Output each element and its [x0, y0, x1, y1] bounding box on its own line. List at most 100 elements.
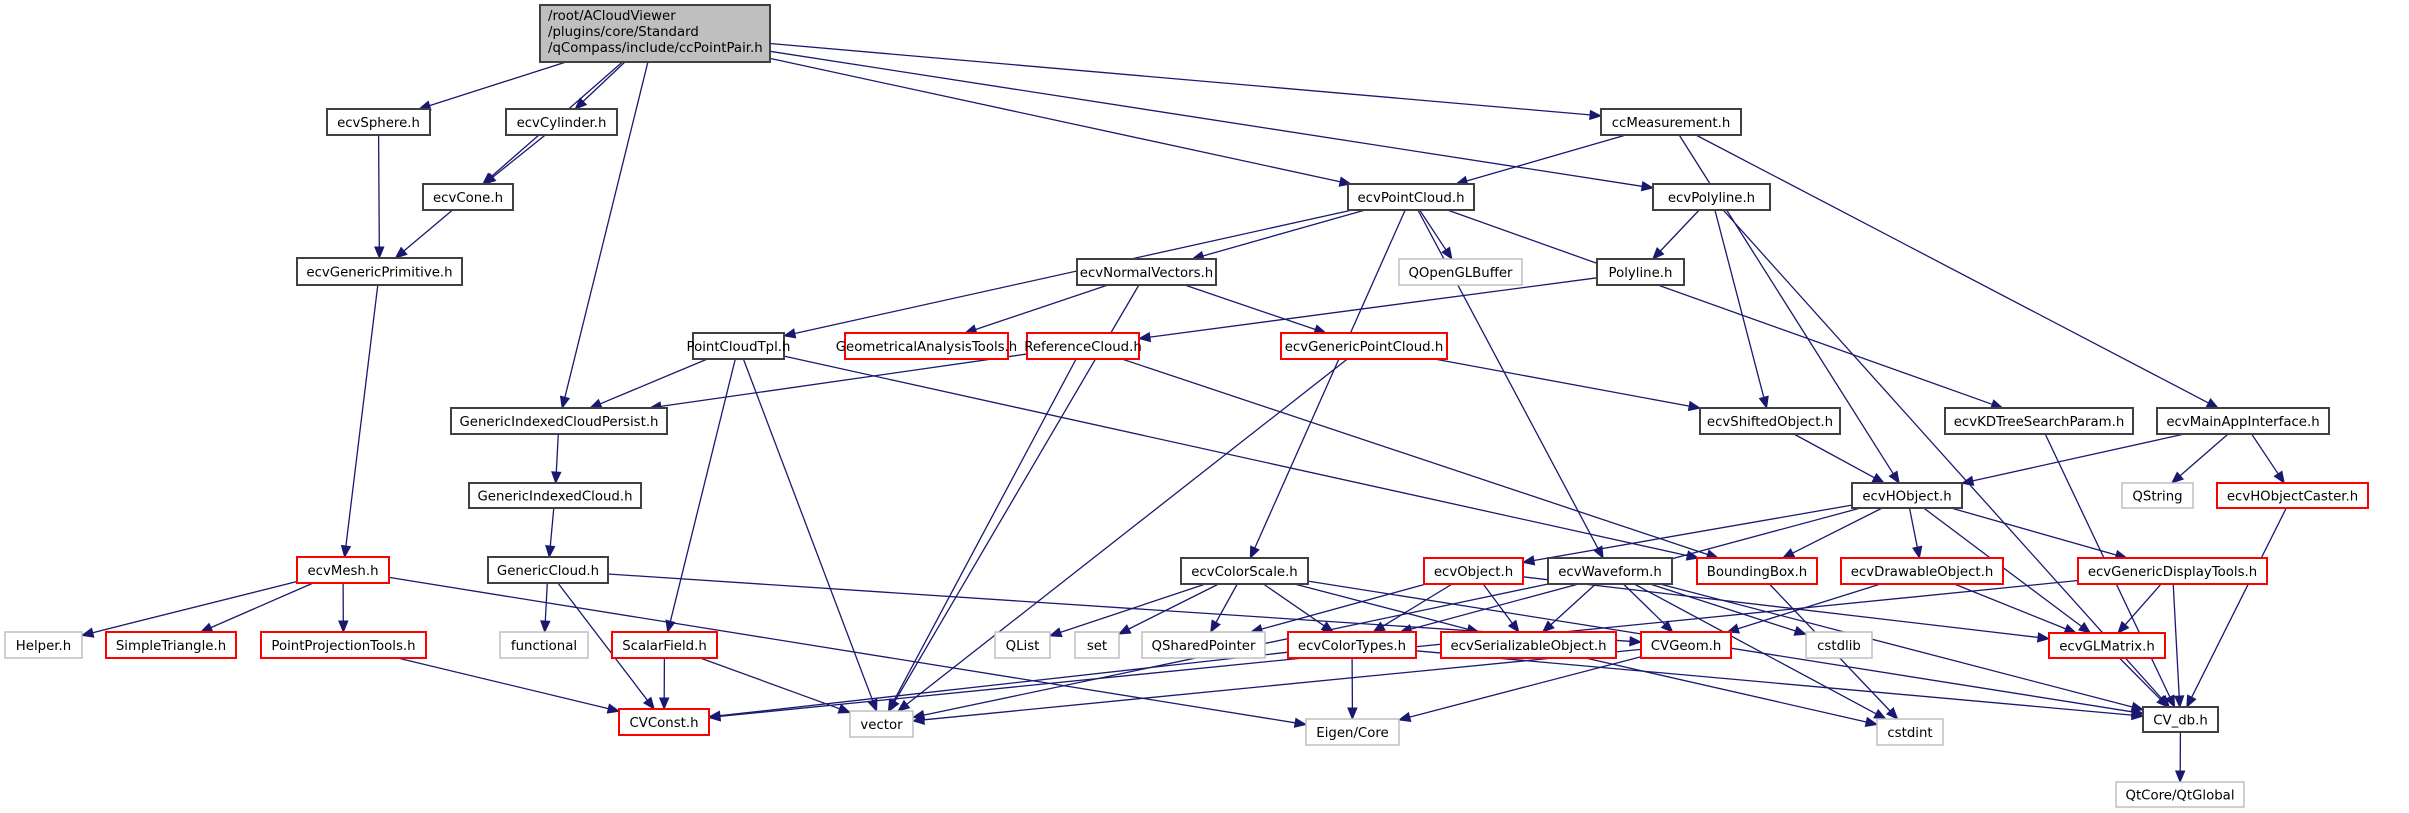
edge-point-cloud-tpl-to-vector — [742, 358, 874, 701]
edge-ecv-point-cloud-to-ecv-kdtree-search-param — [1447, 209, 1993, 405]
node-polyline[interactable]: Polyline.h — [1596, 258, 1685, 286]
node-reference-cloud[interactable]: ReferenceCloud.h — [1024, 332, 1142, 360]
node-vector: vector — [849, 710, 914, 738]
node-ecv-object[interactable]: ecvObject.h — [1423, 557, 1524, 585]
arrowhead-icon — [551, 471, 562, 485]
edge-generic-cloud-to-cvconst — [557, 582, 648, 701]
arrowhead-icon — [2164, 694, 2176, 709]
node-label: ecvPointCloud.h — [1357, 191, 1464, 206]
node-cstdlib: cstdlib — [1805, 631, 1873, 659]
node-label: set — [1087, 639, 1107, 654]
node-box — [1398, 258, 1523, 286]
node-box — [1640, 631, 1732, 659]
node-ecv-drawable-object[interactable]: ecvDrawableObject.h — [1840, 557, 2004, 585]
node-qshared-pointer: QSharedPointer — [1141, 631, 1266, 659]
node-simple-triangle[interactable]: SimpleTriangle.h — [105, 631, 237, 659]
node-box — [1547, 557, 1673, 585]
node-cvgeom[interactable]: CVGeom.h — [1640, 631, 1732, 659]
node-ecv-main-app-interface[interactable]: ecvMainAppInterface.h — [2156, 407, 2330, 435]
node-point-cloud-tpl[interactable]: PointCloudTpl.h — [687, 332, 791, 360]
arrowhead-icon — [80, 627, 95, 638]
node-box — [260, 631, 427, 659]
node-label: QtCore/QtGlobal — [2125, 789, 2234, 804]
node-box — [1944, 407, 2134, 435]
edge-ecv-color-scale-to-qlist — [1060, 583, 1206, 634]
node-geometrical-analysis-tools[interactable]: GeometricalAnalysisTools.h — [836, 332, 1017, 360]
node-ecv-generic-point-cloud[interactable]: ecvGenericPointCloud.h — [1280, 332, 1448, 360]
node-box — [1805, 631, 1873, 659]
node-box — [505, 108, 618, 136]
edge-ecv-polyline-to-cv-db — [1722, 209, 2163, 700]
edge-root-to-generic-indexed-cloud-persist — [564, 61, 649, 398]
node-cc-measurement[interactable]: ccMeasurement.h — [1600, 108, 1742, 136]
edge-ecv-hobject-caster-to-cv-db — [2191, 507, 2287, 698]
edge-ecv-polyline-to-polyline — [1659, 209, 1700, 252]
edge-ecv-mesh-to-helper — [92, 580, 298, 634]
arrowhead-icon — [1912, 545, 1923, 560]
node-generic-indexed-cloud-persist[interactable]: GenericIndexedCloudPersist.h — [450, 407, 668, 435]
node-ecv-polyline[interactable]: ecvPolyline.h — [1652, 183, 1771, 211]
edge-ecv-drawable-object-to-cvgeom — [1737, 583, 1881, 630]
edge-ecv-object-to-ecv-glmatrix — [1522, 576, 2039, 639]
node-cv-db[interactable]: CV_db.h — [2142, 706, 2219, 733]
node-qlist: QList — [994, 631, 1051, 659]
node-cvconst[interactable]: CVConst.h — [618, 708, 710, 736]
node-box — [4, 631, 83, 659]
node-label: /plugins/core/Standard — [548, 25, 699, 40]
node-point-projection-tools[interactable]: PointProjectionTools.h — [260, 631, 427, 659]
node-ecv-cylinder[interactable]: ecvCylinder.h — [505, 108, 618, 136]
node-ecv-cone[interactable]: ecvCone.h — [422, 183, 514, 211]
node-ecv-waveform[interactable]: ecvWaveform.h — [1547, 557, 1673, 585]
node-box — [1076, 258, 1217, 286]
node-ecv-mesh[interactable]: ecvMesh.h — [296, 556, 390, 584]
edge-ecv-waveform-to-cv-db — [1659, 583, 2133, 708]
node-ecv-hobject[interactable]: ecvHObject.h — [1851, 482, 1963, 509]
arrowhead-icon — [1651, 247, 1665, 260]
edge-ecv-generic-display-tools-to-cv-db — [2172, 583, 2180, 697]
edge-ecv-color-scale-to-ecv-color-types — [1263, 583, 1325, 627]
node-scalar-field[interactable]: ScalarField.h — [611, 631, 718, 659]
arrowhead-icon — [1687, 400, 1702, 412]
edge-point-cloud-tpl-to-bounding-box — [783, 355, 1688, 557]
node-label: GenericIndexedCloudPersist.h — [460, 415, 659, 430]
arrowhead-icon — [1048, 627, 1063, 638]
node-label: ecvKDTreeSearchParam.h — [1954, 415, 2125, 430]
node-ecv-color-scale[interactable]: ecvColorScale.h — [1180, 557, 1309, 585]
edge-cc-measurement-to-ecv-main-app-interface — [1695, 134, 2209, 404]
node-box — [1141, 631, 1266, 659]
edge-ecv-object-to-ecv-color-types — [1382, 583, 1453, 627]
node-generic-indexed-cloud[interactable]: GenericIndexedCloud.h — [468, 482, 642, 509]
node-root[interactable]: /root/ACloudViewer/plugins/core/Standard… — [539, 4, 771, 63]
node-bounding-box[interactable]: BoundingBox.h — [1696, 557, 1818, 585]
edge-ecv-sphere-to-ecv-generic-primitive — [377, 134, 380, 248]
edge-ecv-waveform-to-cvgeom — [1622, 583, 1666, 625]
arrowhead-icon — [1960, 475, 1975, 486]
node-box — [326, 108, 431, 136]
node-label: QOpenGLBuffer — [1408, 266, 1513, 281]
arrowhead-icon — [782, 328, 797, 339]
edge-ecv-object-to-ecv-serializable-object — [1482, 583, 1513, 624]
node-ecv-generic-display-tools[interactable]: ecvGenericDisplayTools.h — [2077, 557, 2268, 585]
node-label: ecvShiftedObject.h — [1707, 415, 1833, 430]
arrowhead-icon — [340, 544, 352, 559]
edge-ecv-main-app-interface-to-ecv-hobject-caster — [2251, 433, 2279, 475]
node-ecv-color-types[interactable]: ecvColorTypes.h — [1287, 631, 1417, 659]
node-ecv-point-cloud[interactable]: ecvPointCloud.h — [1347, 183, 1475, 211]
node-ecv-kdtree-search-param[interactable]: ecvKDTreeSearchParam.h — [1944, 407, 2134, 435]
node-ecv-normal-vectors[interactable]: ecvNormalVectors.h — [1076, 258, 1217, 286]
node-label: ecvNormalVectors.h — [1080, 266, 1213, 281]
node-ecv-sphere[interactable]: ecvSphere.h — [326, 108, 431, 136]
arrowhead-icon — [911, 714, 925, 725]
edge-ecv-color-types-to-cvconst — [719, 651, 1289, 717]
node-ecv-glmatrix[interactable]: ecvGLMatrix.h — [2048, 632, 2166, 659]
node-box — [1699, 407, 1841, 435]
edge-ecv-cone-to-ecv-generic-primitive — [403, 209, 454, 252]
node-ecv-shifted-object[interactable]: ecvShiftedObject.h — [1699, 407, 1841, 435]
arrowhead-icon — [1781, 548, 1796, 559]
node-ecv-hobject-caster[interactable]: ecvHObjectCaster.h — [2216, 482, 2369, 509]
node-ecv-serializable-object[interactable]: ecvSerializableObject.h — [1440, 631, 1617, 659]
node-ecv-generic-primitive[interactable]: ecvGenericPrimitive.h — [296, 257, 463, 286]
arrowhead-icon — [2077, 621, 2092, 634]
node-generic-cloud[interactable]: GenericCloud.h — [487, 556, 609, 584]
edge-cc-measurement-to-ecv-point-cloud — [1466, 134, 1627, 182]
